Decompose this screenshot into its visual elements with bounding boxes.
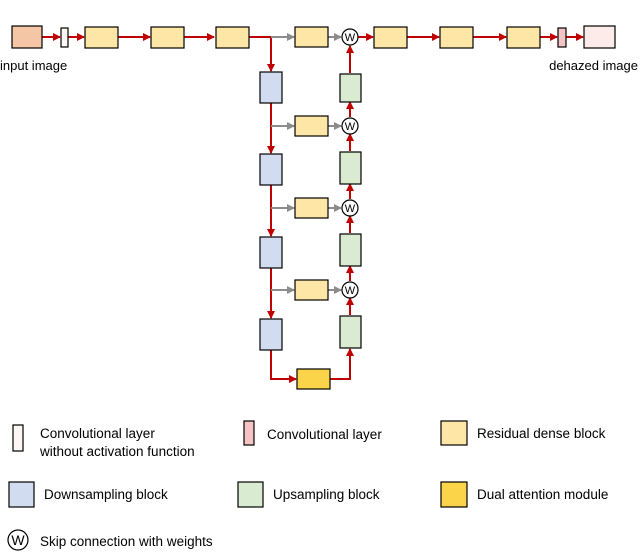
weighted-skip-nodes: W W W W (341, 28, 359, 299)
input-image-block (11, 25, 43, 49)
legend-swatch-up (237, 481, 264, 508)
svg-text:W: W (345, 121, 356, 133)
rdb-skip-block-1 (294, 26, 329, 48)
legend-rdb: Residual dense block (477, 426, 606, 441)
svg-text:W: W (345, 285, 356, 297)
svg-text:W: W (11, 532, 25, 548)
skip-arrows (271, 33, 342, 294)
downsampling-block-2 (259, 153, 283, 186)
downsampling-block-3 (259, 236, 283, 269)
legend-skip: Skip connection with weights (40, 534, 213, 549)
skip-node-3: W (341, 199, 359, 217)
upsampling-block-2 (339, 151, 362, 185)
legend-attn: Dual attention module (477, 487, 608, 502)
dual-attention-block (296, 368, 331, 390)
legend-conv-no-act-line1: Convolutional layer (40, 426, 155, 441)
legend-down: Downsampling block (44, 487, 168, 502)
legend-conv-no-act-line2: without activation function (39, 444, 195, 459)
output-image-label: dehazed image (549, 58, 638, 73)
legend-up: Upsampling block (273, 487, 380, 502)
rdb-skip-block-3 (294, 197, 329, 219)
svg-text:W: W (345, 32, 356, 44)
upsampling-block-3 (339, 233, 362, 267)
upsampling-block-4 (339, 315, 362, 349)
skip-node-1: W (341, 28, 359, 46)
rdb-block-6 (506, 26, 541, 49)
legend-conv: Convolutional layer (267, 427, 382, 442)
rdb-block-2 (150, 26, 185, 49)
rdb-block-5 (439, 26, 474, 49)
legend-skip-symbol: W (7, 529, 29, 551)
conv-block (557, 27, 567, 48)
rdb-skip-block-2 (294, 115, 329, 137)
rdb-block-3 (215, 26, 250, 49)
legend-swatch-attn (440, 481, 468, 508)
skip-node-2: W (341, 117, 359, 135)
legend-swatch-conv (243, 420, 255, 446)
rdb-skip-block-4 (294, 279, 329, 301)
skip-node-4: W (341, 281, 359, 299)
legend: Convolutional layer without activation f… (7, 420, 608, 551)
input-image-label: input image (0, 58, 67, 73)
legend-swatch-rdb (440, 420, 468, 446)
rdb-block-4 (373, 26, 408, 49)
conv-no-activation-block (60, 27, 69, 48)
rdb-block-1 (84, 26, 119, 49)
legend-swatch-conv-no-act (12, 424, 24, 452)
output-image-block (583, 25, 616, 49)
svg-text:W: W (345, 203, 356, 215)
downsampling-block-1 (259, 71, 283, 104)
upsampling-block-1 (339, 73, 362, 103)
encoder-arrows (267, 37, 354, 383)
downsampling-block-4 (259, 318, 283, 351)
legend-swatch-down (8, 481, 35, 508)
